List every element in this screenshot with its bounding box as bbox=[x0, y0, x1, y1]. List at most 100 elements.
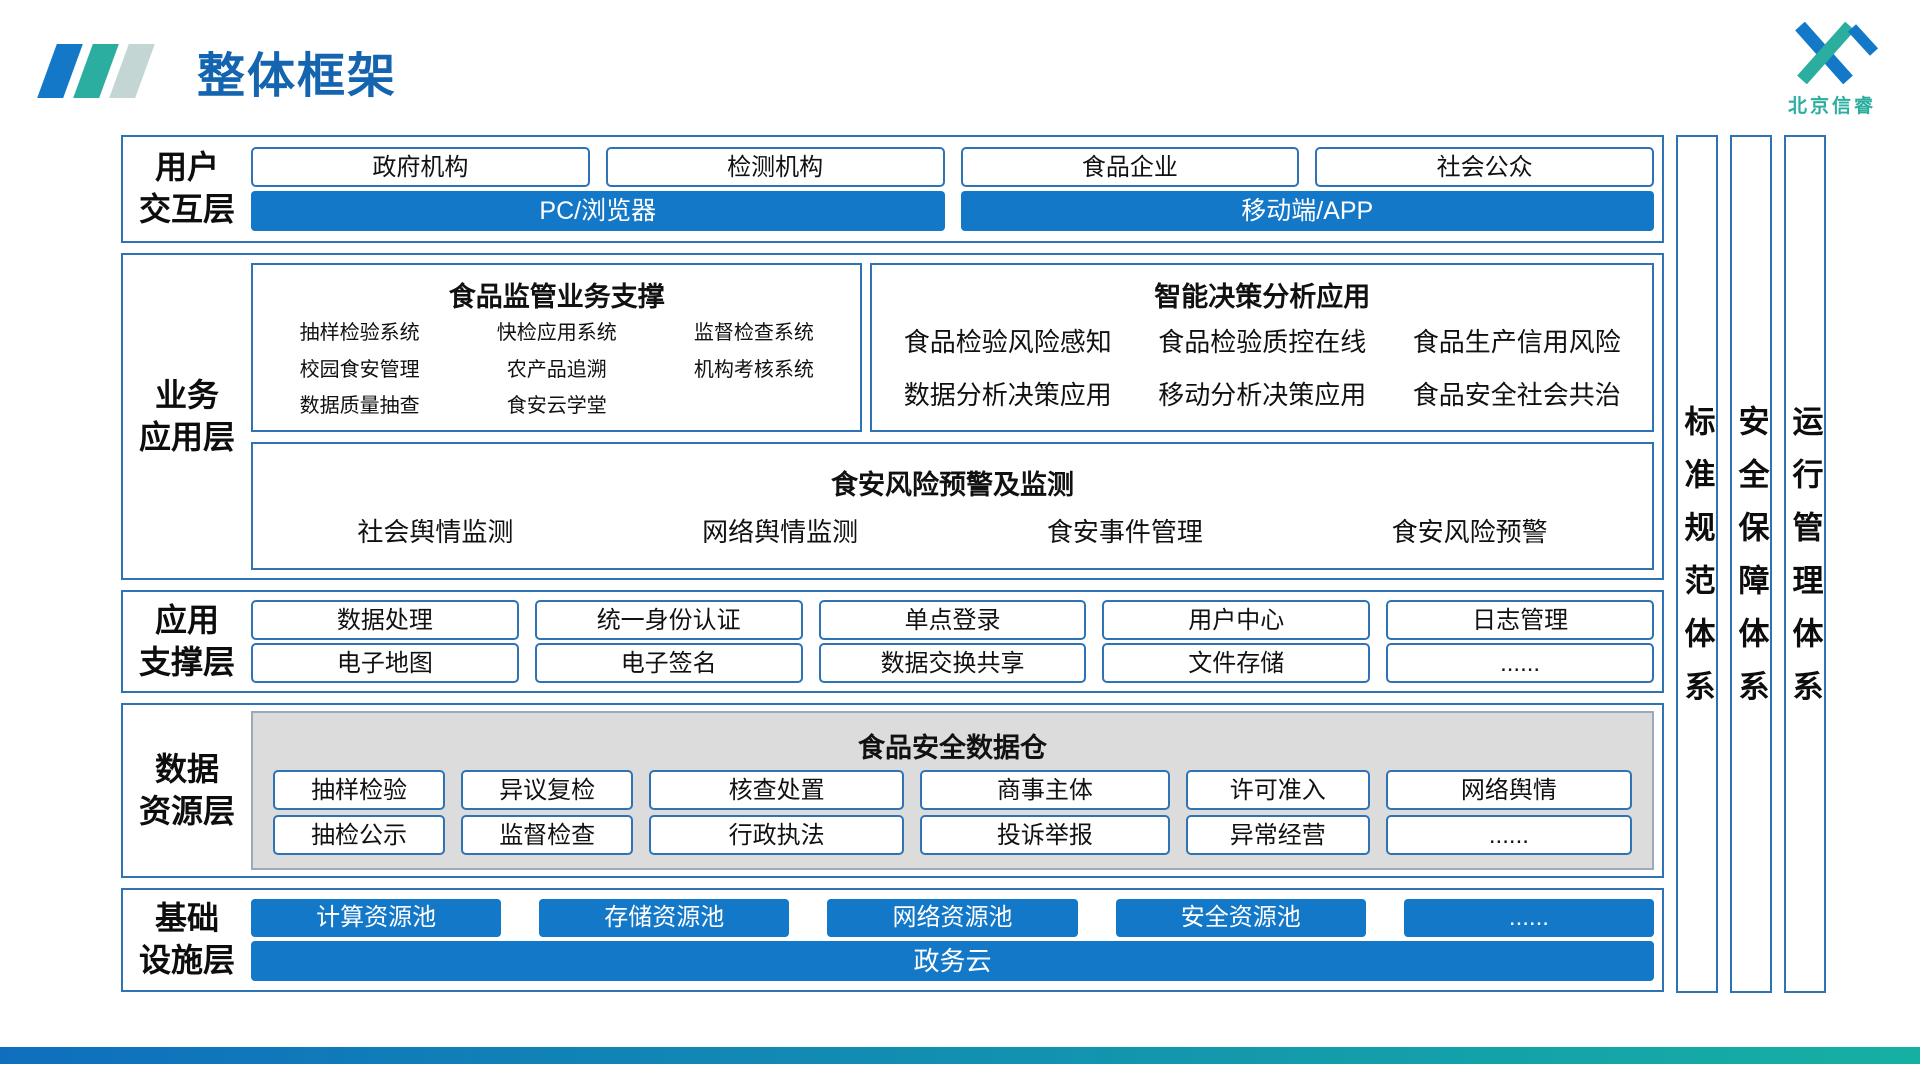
layer-data-content: 食品安全数据仓 抽样检验 异议复检 核查处置 商事主体 许可准入 网络舆情 抽检… bbox=[251, 705, 1662, 876]
layer-label-line: 设施层 bbox=[138, 942, 235, 978]
layer-label-line: 应用层 bbox=[138, 418, 235, 455]
system-security: 安全保障体系 bbox=[1730, 135, 1772, 993]
resource-pool: 计算资源池 bbox=[251, 899, 502, 938]
warning-item: 网络舆情监测 bbox=[702, 517, 859, 548]
support-box: 单点登录 bbox=[818, 600, 1087, 641]
risk-warning-box: 食安风险预警及监测 社会舆情监测 网络舆情监测 食安事件管理 食安风险预警 bbox=[251, 442, 1654, 570]
resource-pools-row: 计算资源池 存储资源池 网络资源池 安全资源池 ...... bbox=[251, 899, 1655, 938]
layer-label-line: 交互层 bbox=[138, 191, 235, 227]
layer-label-line: 数据 bbox=[154, 750, 219, 787]
supervision-item: 机构考核系统 bbox=[693, 358, 814, 381]
decision-box: 智能决策分析应用 食品检验风险感知 食品检验质控在线 食品生产信用风险 数据分析… bbox=[870, 263, 1654, 432]
supervision-title: 食品监管业务支撑 bbox=[448, 282, 665, 312]
warehouse-box: 商事主体 bbox=[920, 770, 1170, 810]
support-box: 日志管理 bbox=[1386, 600, 1654, 641]
layer-data-resource: 数据 资源层 食品安全数据仓 抽样检验 异议复检 核查处置 商事主体 许可准入 … bbox=[121, 703, 1664, 878]
layer-user-label: 用户 交互层 bbox=[123, 137, 251, 241]
warehouse-box: 监督检查 bbox=[461, 815, 634, 855]
resource-pool: 安全资源池 bbox=[1115, 899, 1366, 938]
supervision-item: 快检应用系统 bbox=[496, 321, 617, 344]
support-row-2: 电子地图 电子签名 数据交换共享 文件存储 ...... bbox=[251, 642, 1654, 683]
page-title: 整体框架 bbox=[197, 50, 398, 103]
org-box-public: 社会公众 bbox=[1315, 147, 1654, 187]
brand-x-icon bbox=[1795, 21, 1879, 85]
warehouse-box: 异常经营 bbox=[1185, 815, 1370, 855]
decision-item: 食品生产信用风险 bbox=[1412, 327, 1621, 357]
layer-support-content: 数据处理 统一身份认证 单点登录 用户中心 日志管理 电子地图 电子签名 数据交… bbox=[251, 592, 1662, 691]
layer-infra-label: 基础 设施层 bbox=[123, 890, 251, 990]
risk-warning-title: 食安风险预警及监测 bbox=[831, 469, 1074, 500]
supervision-item: 监督检查系统 bbox=[693, 321, 814, 344]
org-box-testing: 检测机构 bbox=[605, 147, 945, 187]
layer-label-line: 基础 bbox=[154, 900, 219, 937]
decision-item: 食品检验风险感知 bbox=[903, 327, 1112, 357]
support-box: 统一身份认证 bbox=[534, 600, 803, 641]
company-logo: 北京信睿 bbox=[1772, 21, 1892, 118]
support-box: 用户中心 bbox=[1102, 600, 1371, 641]
support-box: 电子签名 bbox=[534, 642, 803, 683]
decision-item: 移动分析决策应用 bbox=[1158, 380, 1367, 410]
layer-data-label: 数据 资源层 bbox=[123, 705, 251, 876]
layer-label-line: 支撑层 bbox=[138, 643, 235, 680]
business-top-row: 食品监管业务支撑 抽样检验系统 快检应用系统 监督检查系统 校园食安管理 农产品… bbox=[251, 263, 1654, 432]
warehouse-box: 行政执法 bbox=[649, 815, 905, 855]
government-cloud-bar: 政务云 bbox=[251, 940, 1654, 981]
slide-header: 整体框架 bbox=[37, 36, 398, 106]
resource-pool: 网络资源池 bbox=[827, 899, 1078, 938]
warehouse-box: 许可准入 bbox=[1185, 770, 1370, 810]
system-operation: 运行管理体系 bbox=[1784, 135, 1826, 993]
layer-label-line: 用户 bbox=[154, 149, 219, 186]
warehouse-box: ...... bbox=[1385, 815, 1632, 855]
warehouse-box: 抽样检验 bbox=[273, 770, 446, 810]
layer-label-line: 资源层 bbox=[138, 792, 235, 829]
support-box: 数据交换共享 bbox=[818, 642, 1087, 683]
supervision-item: 食安云学堂 bbox=[506, 395, 607, 418]
warehouse-row-2: 抽检公示 监督检查 行政执法 投诉举报 异常经营 ...... bbox=[273, 815, 1632, 855]
systems-column: 标准规范体系 安全保障体系 运行管理体系 bbox=[1676, 135, 1826, 993]
warehouse-box: 网络舆情 bbox=[1385, 770, 1632, 810]
decision-title: 智能决策分析应用 bbox=[1154, 282, 1371, 312]
system-standards: 标准规范体系 bbox=[1676, 135, 1718, 993]
support-box: 文件存储 bbox=[1102, 642, 1371, 683]
supervision-item: 数据质量抽查 bbox=[299, 395, 420, 418]
layer-label-line: 应用 bbox=[154, 601, 219, 638]
warehouse-box: 抽检公示 bbox=[273, 815, 446, 855]
support-row-1: 数据处理 统一身份认证 单点登录 用户中心 日志管理 bbox=[251, 600, 1654, 641]
brand-name: 北京信睿 bbox=[1787, 96, 1876, 117]
org-box-enterprise: 食品企业 bbox=[960, 147, 1300, 187]
layer-user-interaction: 用户 交互层 政府机构 检测机构 食品企业 社会公众 PC/浏览器 移动端/AP… bbox=[121, 135, 1664, 243]
architecture-diagram: 用户 交互层 政府机构 检测机构 食品企业 社会公众 PC/浏览器 移动端/AP… bbox=[121, 135, 1826, 993]
user-orgs-row: 政府机构 检测机构 食品企业 社会公众 bbox=[251, 147, 1654, 187]
title-decoration-icon bbox=[37, 44, 155, 98]
user-platforms-row: PC/浏览器 移动端/APP bbox=[251, 191, 1654, 231]
supervision-item: 校园食安管理 bbox=[299, 358, 420, 381]
warehouse-box: 投诉举报 bbox=[920, 815, 1170, 855]
layer-infrastructure: 基础 设施层 计算资源池 存储资源池 网络资源池 安全资源池 ...... 政务… bbox=[121, 888, 1664, 992]
platform-bar-mobile: 移动端/APP bbox=[960, 191, 1654, 231]
supervision-item: 农产品追溯 bbox=[506, 358, 607, 381]
layer-business-content: 食品监管业务支撑 抽样检验系统 快检应用系统 监督检查系统 校园食安管理 农产品… bbox=[251, 255, 1662, 578]
support-box: 电子地图 bbox=[251, 642, 519, 683]
data-warehouse-title: 食品安全数据仓 bbox=[858, 733, 1047, 763]
decision-item: 数据分析决策应用 bbox=[903, 380, 1112, 410]
warehouse-row-1: 抽样检验 异议复检 核查处置 商事主体 许可准入 网络舆情 bbox=[273, 770, 1632, 810]
warning-item: 食安风险预警 bbox=[1391, 517, 1548, 548]
support-box: 数据处理 bbox=[251, 600, 519, 641]
resource-pool: ...... bbox=[1403, 899, 1655, 938]
warning-item: 食安事件管理 bbox=[1046, 517, 1203, 548]
decision-item: 食品检验质控在线 bbox=[1158, 327, 1367, 357]
support-box: ...... bbox=[1386, 642, 1654, 683]
decision-items: 食品检验风险感知 食品检验质控在线 食品生产信用风险 数据分析决策应用 移动分析… bbox=[880, 314, 1644, 420]
layers-column: 用户 交互层 政府机构 检测机构 食品企业 社会公众 PC/浏览器 移动端/AP… bbox=[121, 135, 1664, 993]
supervision-item: 抽样检验系统 bbox=[299, 321, 420, 344]
risk-warning-items: 社会舆情监测 网络舆情监测 食安事件管理 食安风险预警 bbox=[263, 512, 1642, 549]
layer-business-label: 业务 应用层 bbox=[123, 255, 251, 578]
resource-pool: 存储资源池 bbox=[539, 899, 790, 938]
warehouse-box: 异议复检 bbox=[461, 770, 634, 810]
supervision-items: 抽样检验系统 快检应用系统 监督检查系统 校园食安管理 农产品追溯 机构考核系统… bbox=[261, 314, 852, 420]
stripe-light-icon bbox=[109, 44, 155, 98]
platform-bar-pc: PC/浏览器 bbox=[251, 191, 945, 231]
layer-label-line: 业务 bbox=[154, 376, 219, 413]
layer-support-label: 应用 支撑层 bbox=[123, 592, 251, 691]
